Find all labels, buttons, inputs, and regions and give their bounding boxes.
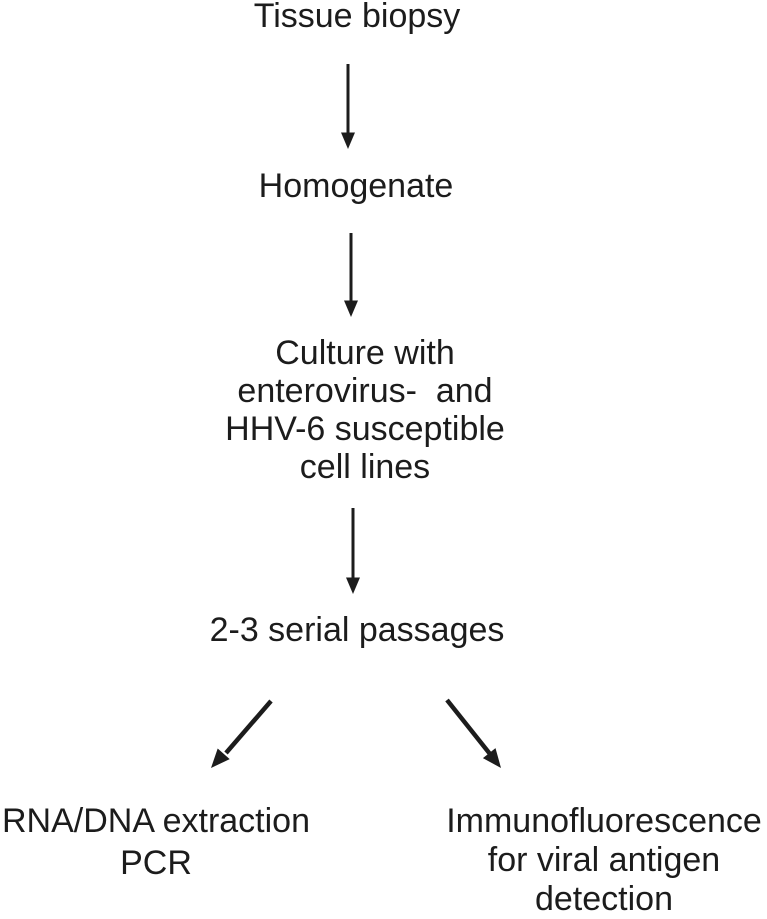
node-tissue-biopsy: Tissue biopsy	[253, 0, 461, 35]
down-left-arrow-icon	[211, 699, 273, 768]
node-homogenate: Homogenate	[258, 167, 454, 205]
node-culture: Culture with enterovirus- and HHV-6 susc…	[225, 334, 505, 486]
down-arrow-icon	[346, 508, 360, 594]
down-arrow-icon	[341, 64, 355, 149]
down-arrow-icon	[344, 233, 358, 317]
node-immunofluorescence: Immunofluorescence for viral antigen det…	[446, 802, 762, 918]
down-right-arrow-icon	[445, 698, 501, 768]
node-rna-dna-extraction: RNA/DNA extraction PCR	[2, 802, 310, 882]
node-serial-passages: 2-3 serial passages	[209, 611, 505, 649]
